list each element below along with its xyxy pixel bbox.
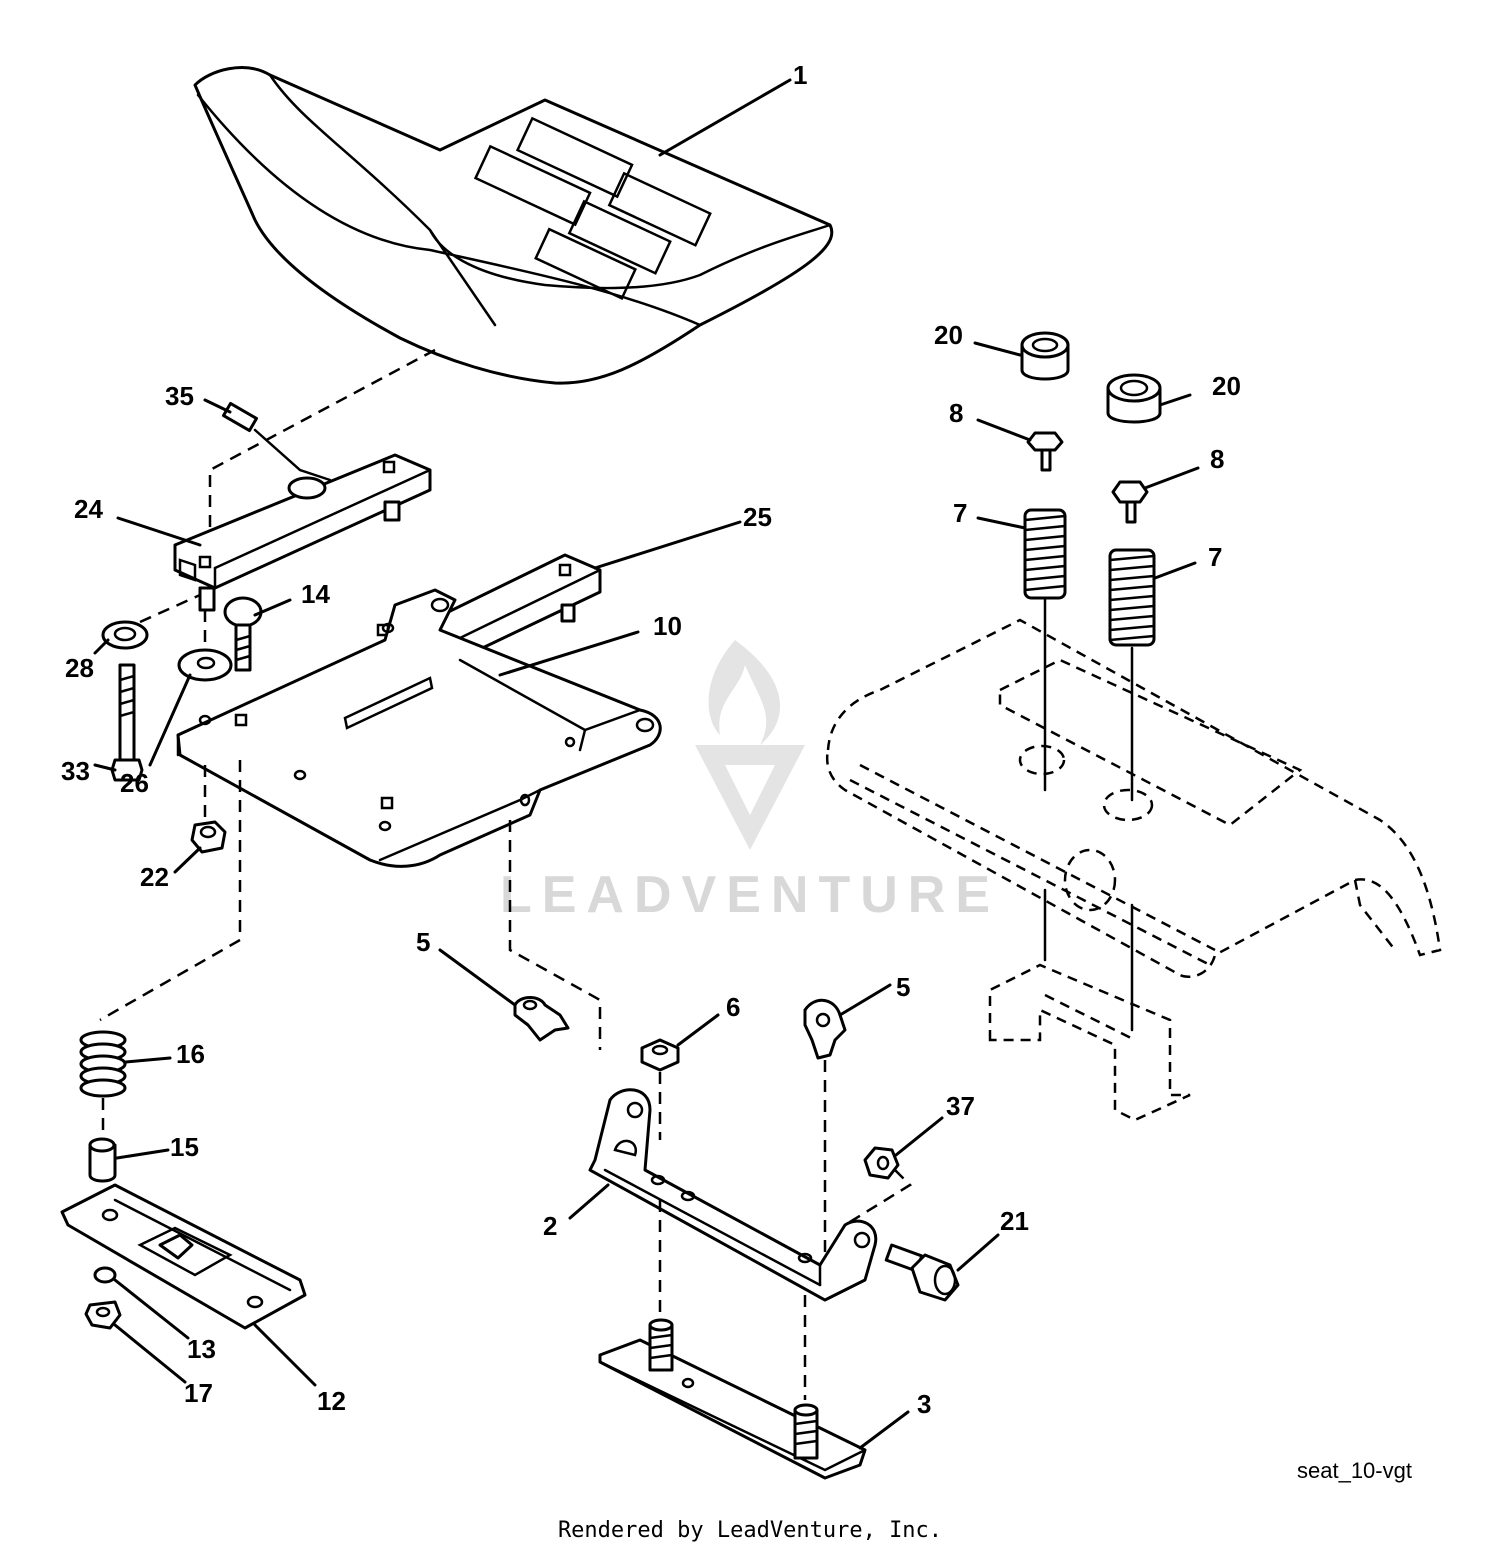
part-nut-6 — [640, 1038, 680, 1072]
callout-8-right: 8 — [1210, 444, 1224, 474]
callout-37: 37 — [946, 1091, 975, 1121]
part-washer — [101, 620, 149, 650]
callout-6: 6 — [726, 992, 740, 1022]
callout-14: 14 — [301, 579, 330, 609]
pan-to-spring-line — [99, 760, 242, 1022]
pan-to-clip-line — [508, 820, 602, 1050]
part-spring — [79, 1030, 127, 1098]
callout-10: 10 — [653, 611, 682, 641]
callout-5-left: 5 — [416, 927, 430, 957]
fender-outline — [826, 618, 1442, 1122]
callout-13: 13 — [187, 1334, 216, 1364]
part-left-slide-rail — [173, 453, 432, 612]
callout-20-right: 20 — [1212, 371, 1241, 401]
callout-25: 25 — [743, 502, 772, 532]
part-nut-13 — [93, 1266, 117, 1284]
part-seat — [193, 66, 834, 385]
seat-center-line — [208, 348, 436, 565]
part-seat-switch-wire — [222, 401, 332, 482]
callout-5-right: 5 — [896, 972, 910, 1002]
watermark: LEADVENTURE — [500, 640, 1000, 924]
part-clip-right — [803, 999, 847, 1060]
callout-7-right: 7 — [1208, 542, 1222, 572]
part-stud-plate — [598, 1318, 867, 1480]
watermark-v-icon — [695, 745, 805, 850]
callouts: 1 20 20 8 8 7 7 35 24 25 14 10 28 33 26 … — [61, 60, 1241, 1419]
part-nut-37 — [863, 1146, 900, 1180]
watermark-text: LEADVENTURE — [500, 866, 1000, 924]
part-shoulder-bolt — [884, 1243, 960, 1302]
callout-26: 26 — [120, 768, 149, 798]
callout-7-left: 7 — [953, 498, 967, 528]
drawing-code: seat_10-vgt — [1297, 1458, 1412, 1483]
part-clip-left — [513, 996, 570, 1042]
callout-28: 28 — [65, 653, 94, 683]
callout-15: 15 — [170, 1132, 199, 1162]
callout-1: 1 — [793, 60, 807, 90]
callout-22: 22 — [140, 862, 169, 892]
nut37-line — [844, 1169, 913, 1227]
render-credit: Rendered by LeadVenture, Inc. — [558, 1518, 942, 1543]
callout-33: 33 — [61, 756, 90, 786]
leader-lines — [93, 78, 1200, 1450]
part-flat-washer — [177, 648, 233, 682]
part-spring-7-right — [1108, 548, 1156, 647]
part-spacer — [88, 1137, 117, 1183]
part-seat-pan — [176, 588, 662, 868]
part-bushing-left — [1020, 331, 1070, 381]
callout-12: 12 — [317, 1386, 346, 1416]
callout-3: 3 — [917, 1389, 931, 1419]
callout-16: 16 — [176, 1039, 205, 1069]
washer-line — [139, 593, 201, 624]
part-flange-nut-17 — [84, 1300, 122, 1330]
watermark-flame-icon — [708, 640, 781, 745]
part-screw-8-left — [1026, 431, 1064, 472]
part-lock-nut — [190, 820, 227, 854]
part-bracket-plate — [60, 1183, 307, 1330]
callout-35: 35 — [165, 381, 194, 411]
callout-2: 2 — [543, 1211, 557, 1241]
part-pivot-bracket — [588, 1088, 878, 1302]
part-screw-8-right — [1111, 480, 1149, 524]
part-spring-7-left — [1023, 508, 1067, 600]
callout-24: 24 — [74, 494, 103, 524]
callout-20-left: 20 — [934, 320, 963, 350]
part-hex-bolt — [110, 663, 144, 782]
callout-21: 21 — [1000, 1206, 1029, 1236]
callout-17: 17 — [184, 1378, 213, 1408]
callout-8-left: 8 — [949, 398, 963, 428]
part-bushing-right — [1106, 373, 1162, 424]
